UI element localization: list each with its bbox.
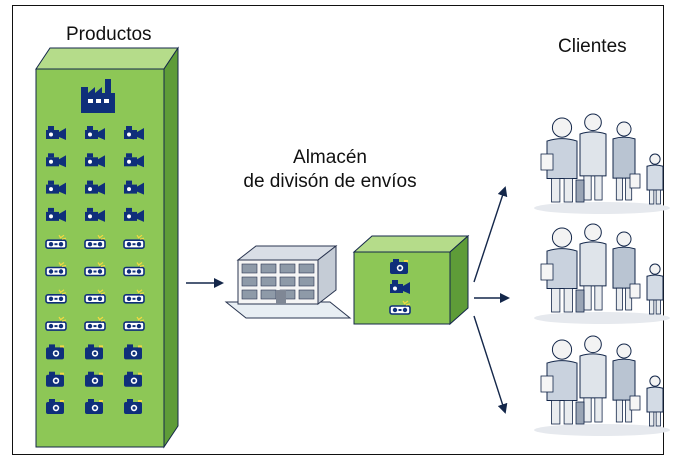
customer-group [534, 113, 670, 214]
camcorder-icon [46, 153, 66, 168]
camera-icon [124, 344, 142, 360]
camera-icon [46, 399, 64, 414]
arrow-to-clients-top [473, 186, 508, 283]
almacen-label-line1: Almacén [293, 147, 367, 168]
camcorder-icon [46, 126, 66, 140]
camcorder-icon [85, 126, 105, 140]
camera-icon [85, 371, 103, 387]
camera-icon [85, 344, 103, 360]
camera-icon [46, 344, 64, 360]
boombox-icon [84, 289, 106, 304]
camcorder-icon [124, 126, 144, 140]
product-icon-grid [45, 126, 145, 414]
camera-icon [46, 371, 64, 387]
camcorder-icon [124, 180, 144, 195]
almacen-label-line2: de divisón de envíos [243, 171, 417, 192]
customer-groups [534, 113, 670, 436]
boombox-icon [45, 316, 67, 331]
boombox-icon [389, 300, 411, 315]
boombox-icon [84, 234, 106, 249]
boombox-icon [123, 289, 145, 304]
customer-group [534, 223, 670, 324]
camcorder-icon [85, 153, 105, 168]
boombox-icon [123, 262, 145, 277]
camcorder-icon [390, 280, 410, 294]
camcorder-icon [124, 207, 144, 222]
customer-group [534, 335, 670, 436]
camera-icon [124, 371, 142, 387]
boombox-icon [45, 289, 67, 304]
boombox-icon [84, 262, 106, 277]
boombox-icon [123, 234, 145, 249]
factory-icon [81, 79, 115, 113]
camera-icon [124, 399, 142, 414]
boombox-icon [123, 316, 145, 331]
products-box [35, 46, 179, 449]
camera-icon [390, 259, 408, 274]
diagram-frame [12, 5, 664, 455]
camcorder-icon [124, 153, 144, 168]
arrow-to-clients-bottom [473, 315, 508, 414]
shipment-box [352, 234, 470, 326]
shipment-icons [389, 259, 411, 315]
camcorder-icon [46, 207, 66, 222]
boombox-icon [45, 262, 67, 277]
clientes-label: Clientes [558, 36, 627, 57]
productos-label: Productos [66, 24, 152, 45]
boombox-icon [45, 234, 67, 249]
camcorder-icon [85, 207, 105, 222]
almacen-label: Almacén de divisón de envíos [220, 146, 440, 194]
camera-icon [85, 399, 103, 414]
camcorder-icon [85, 180, 105, 195]
camcorder-icon [46, 180, 66, 195]
warehouse-windows [241, 263, 315, 300]
warehouse-building [224, 244, 352, 319]
boombox-icon [84, 316, 106, 331]
